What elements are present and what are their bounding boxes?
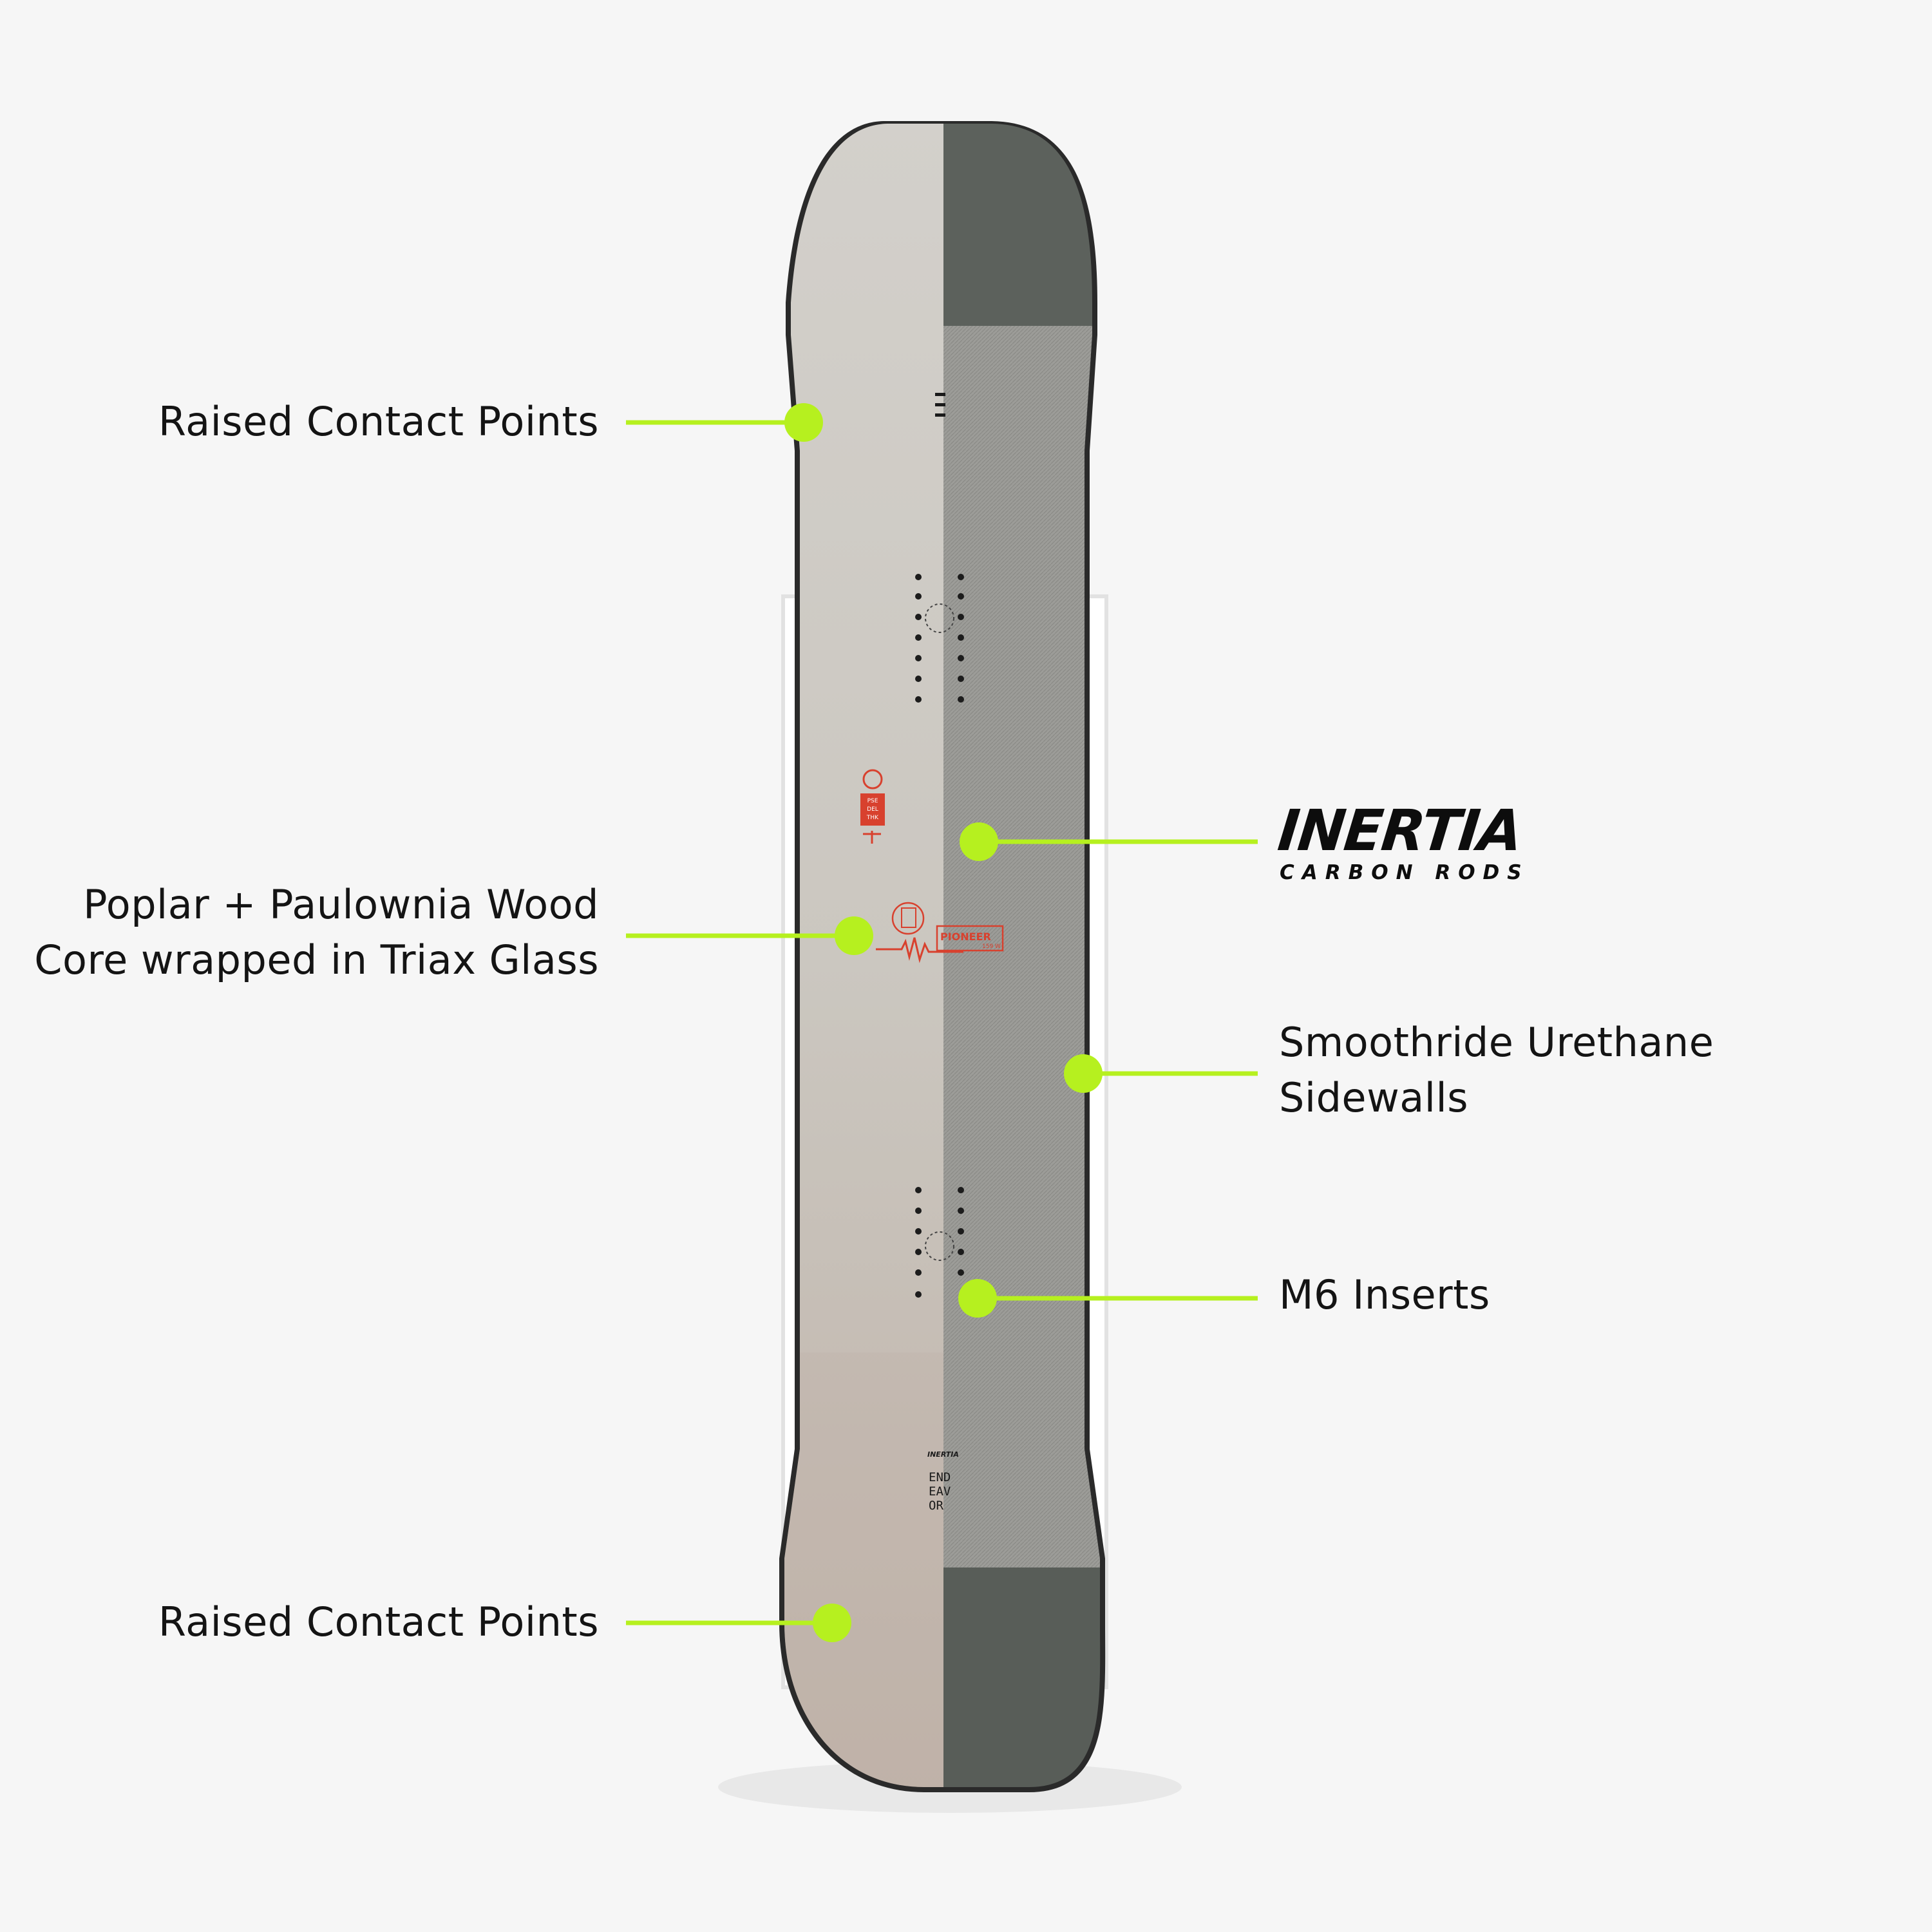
callout-wood-core: Poplar + Paulownia Wood Core wrapped in … [34, 877, 599, 988]
marker-dot-contact-bottom [813, 1604, 851, 1642]
rear-insert-pack [915, 1187, 964, 1298]
topsheet-hatched-panel [943, 325, 1101, 1568]
marker-dot-sidewalls [1064, 1054, 1103, 1093]
core-badge-line: THK [866, 815, 879, 821]
board-model-size: 159 W [982, 943, 1001, 950]
board-model-name: PIONEER [940, 931, 991, 943]
inertia-logo-word: INERTIA [1274, 797, 1525, 864]
topsheet-nose-block [943, 124, 1101, 326]
inertia-carbon-rods-logo: INERTIA CARBON RODS [1274, 797, 1562, 886]
topsheet-light-lower-tone [784, 1352, 943, 1787]
marker-dot-wood-core [835, 916, 873, 955]
topsheet-light-panel [784, 124, 943, 1787]
nose-brand-mark [935, 393, 945, 417]
callout-text: M6 Inserts [1279, 1271, 1490, 1318]
tail-brand-line: EAV [929, 1484, 951, 1499]
callout-contact-points-bottom: Raised Contact Points [158, 1595, 599, 1650]
callout-text: Sidewalls [1279, 1074, 1469, 1121]
tail-brand-line: END [929, 1470, 951, 1484]
callout-text: Raised Contact Points [158, 398, 599, 445]
callout-text: Core wrapped in Triax Glass [34, 936, 599, 983]
tail-branding: INERTIA END EAV OR [927, 1450, 959, 1513]
callout-sidewalls: Smoothride Urethane Sidewalls [1279, 1015, 1714, 1126]
tail-brand-line: OR [929, 1499, 943, 1513]
core-badge-line: PSE [867, 798, 878, 804]
inertia-logo-subtitle: CARBON RODS [1280, 861, 1530, 884]
core-badge-line: DEL [867, 806, 878, 813]
topsheet-tail-block [943, 1567, 1101, 1787]
marker-dot-inserts [958, 1279, 997, 1318]
tail-logo: INERTIA [927, 1450, 959, 1459]
marker-dot-contact-top [784, 403, 823, 442]
callout-contact-points-top: Raised Contact Points [158, 394, 599, 450]
callout-inserts: M6 Inserts [1279, 1267, 1490, 1323]
marker-dot-carbon-rods [960, 822, 998, 861]
front-insert-pack [915, 574, 964, 703]
callout-markers [626, 403, 1258, 1642]
callout-text: Poplar + Paulownia Wood [83, 881, 599, 928]
model-graphic: PIONEER 159 W [876, 902, 1004, 963]
callout-text: Smoothride Urethane [1279, 1019, 1714, 1066]
snowboard: PSE DEL THK PIONEER 159 W INERTIA END EA… [779, 121, 1106, 1792]
callout-text: Raised Contact Points [158, 1598, 599, 1645]
core-badge: PSE DEL THK [860, 769, 885, 844]
